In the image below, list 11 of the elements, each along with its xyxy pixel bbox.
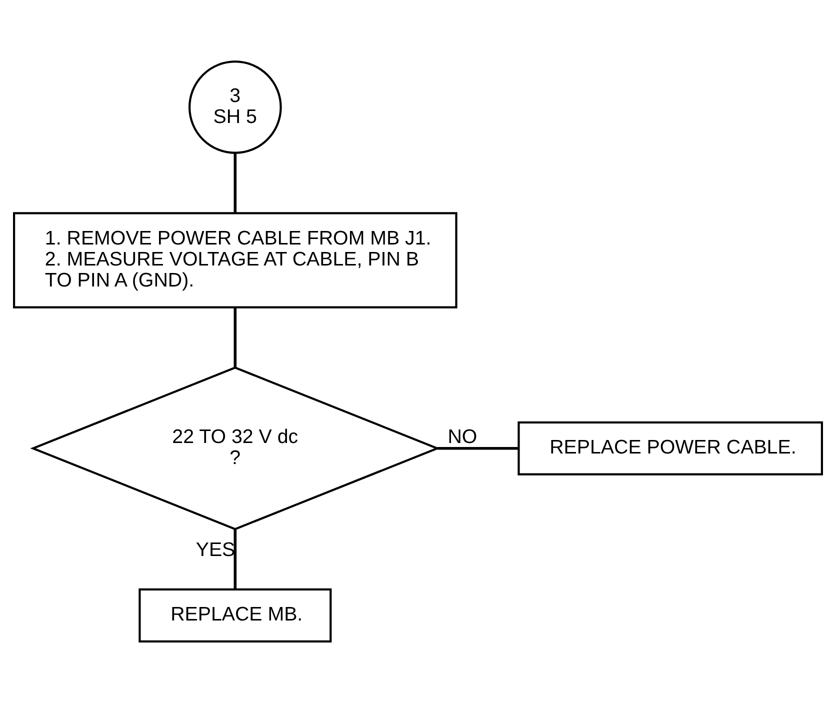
connector [234,530,237,590]
connector [234,152,237,213]
node-circle: 3 SH 5 [188,60,282,154]
node-box: REPLACE MB. [138,588,332,642]
connector [437,446,518,450]
edge-label: YES [196,539,236,562]
node-box: REPLACE POWER CABLE. [518,421,823,476]
node-box: 1. REMOVE POWER CABLE FROM MB J1. 2. MEASURE VOLTAGE AT CABLE, PIN B TO PIN A (GND). [13,212,458,308]
connector [234,307,237,368]
edge-label: NO [448,426,478,448]
node-diamond: 22 TO 32 V dc ? [30,366,440,530]
